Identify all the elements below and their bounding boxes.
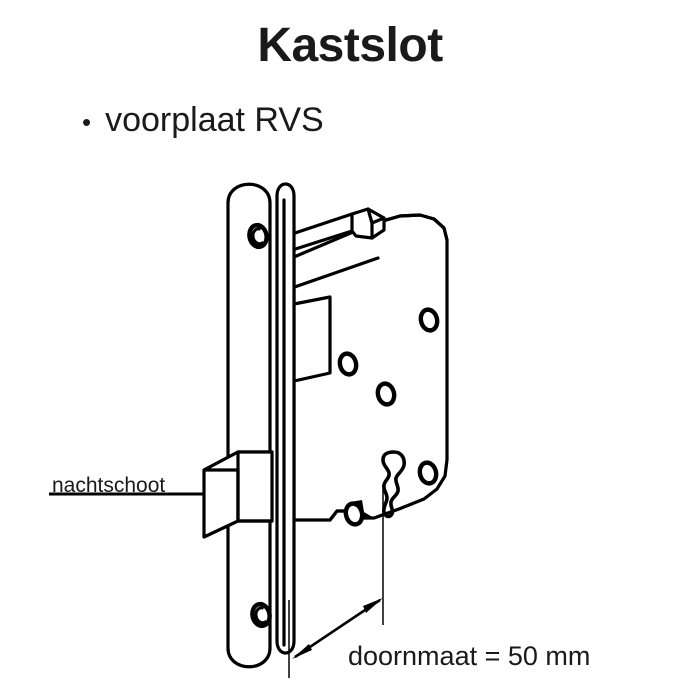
bullet-marker-icon: • [82,107,92,137]
bullet-item: • voorplaat RVS [82,101,324,140]
faceplate-screw-hole-top-inner [251,227,265,246]
case-hole-bottom-left [343,501,365,527]
latch-bolt-mid-line [284,229,354,254]
faceplate-screw-hole-bottom-inner [254,606,268,625]
dimension-arrowhead-right [363,598,383,613]
faceplate-front [226,182,272,669]
case-hole-upper-right [418,307,440,333]
keyhole-shape [381,450,406,519]
case-hole-lower-right [417,460,439,486]
deadbolt-label: nachtschoot [52,474,166,497]
latch-bolt-top-line [284,212,354,238]
latch-window-opening [292,295,332,383]
deadbolt-side-face [236,450,274,523]
case-hole-center [375,381,397,407]
bullet-label: voorplaat RVS [105,101,324,139]
latch-bolt-head [350,207,386,240]
latch-bolt-bottom-line [284,256,380,292]
dimension-arrowhead-left [292,644,312,659]
case-hole-left [337,351,359,377]
case-top-edge [370,213,449,242]
page-title: Kastslot [257,19,443,72]
dimension-label: doornmaat = 50 mm [348,641,591,671]
